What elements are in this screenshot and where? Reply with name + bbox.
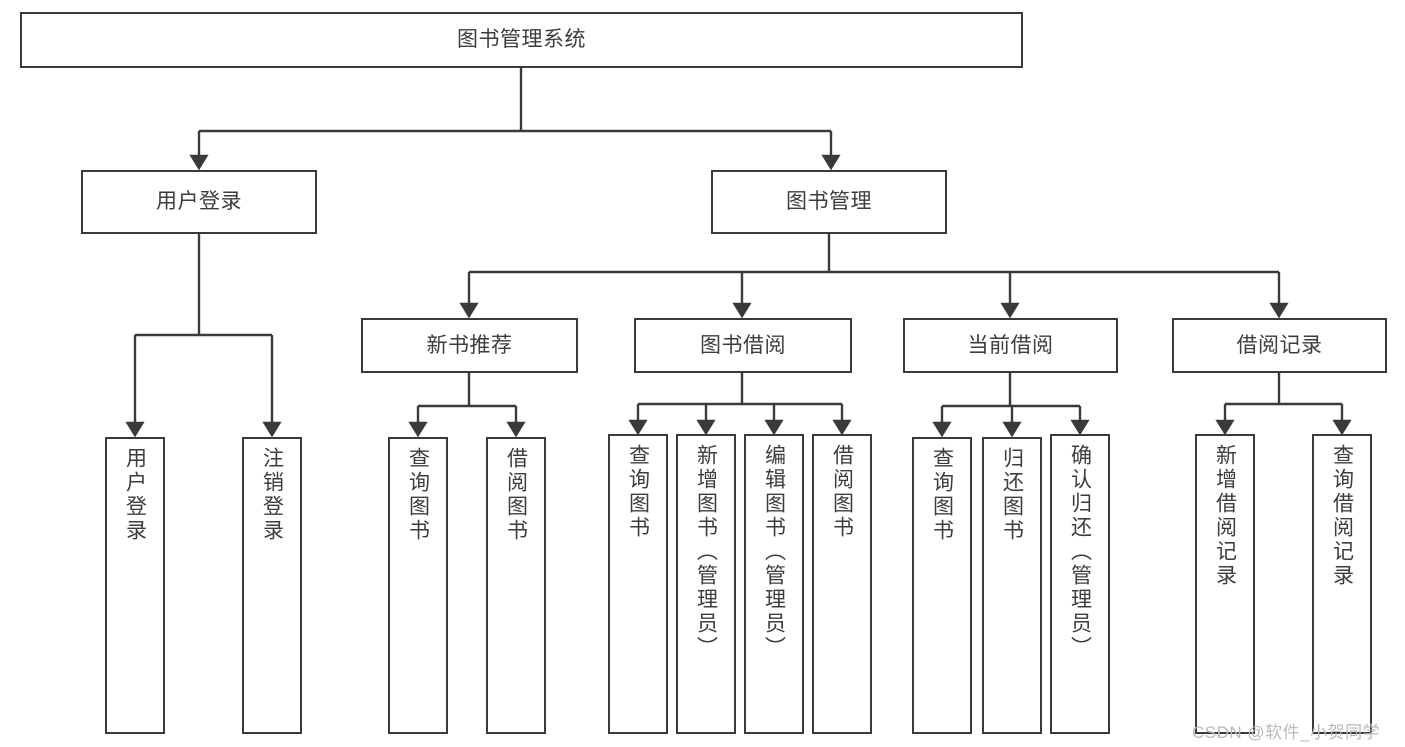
node-leaf-logout-label: 注销登录 bbox=[260, 447, 284, 543]
node-leaf-user-login[interactable]: 用户登录 bbox=[105, 437, 165, 734]
node-leaf-borrow-book-1-label: 借阅图书 bbox=[504, 447, 528, 543]
node-leaf-query-record-label: 查询借阅记录 bbox=[1330, 444, 1354, 588]
node-leaf-user-login-label: 用户登录 bbox=[123, 447, 147, 543]
node-leaf-confirm-return-label: 确认归还（管理员） bbox=[1068, 444, 1092, 660]
node-new-book-rec[interactable]: 新书推荐 bbox=[361, 318, 578, 373]
node-book-manage[interactable]: 图书管理 bbox=[711, 170, 947, 234]
node-leaf-return-book[interactable]: 归还图书 bbox=[982, 437, 1042, 734]
node-leaf-query-book-2-label: 查询图书 bbox=[626, 444, 650, 540]
node-leaf-add-book-label: 新增图书（管理员） bbox=[694, 444, 718, 660]
node-root[interactable]: 图书管理系统 bbox=[20, 12, 1023, 68]
node-leaf-query-book-1[interactable]: 查询图书 bbox=[388, 437, 448, 734]
node-leaf-edit-book-label: 编辑图书（管理员） bbox=[762, 444, 786, 660]
node-borrow-record[interactable]: 借阅记录 bbox=[1172, 318, 1387, 373]
node-leaf-query-book-1-label: 查询图书 bbox=[406, 447, 430, 543]
node-root-label: 图书管理系统 bbox=[457, 28, 586, 52]
csdn-watermark: CSDN @软件_小贺同学 bbox=[1192, 723, 1381, 742]
node-leaf-borrow-book-2-label: 借阅图书 bbox=[830, 444, 854, 540]
node-leaf-query-book-2[interactable]: 查询图书 bbox=[608, 434, 668, 734]
node-leaf-add-book[interactable]: 新增图书（管理员） bbox=[676, 434, 736, 734]
node-leaf-query-book-3[interactable]: 查询图书 bbox=[912, 437, 972, 734]
node-leaf-borrow-book-1[interactable]: 借阅图书 bbox=[486, 437, 546, 734]
node-current-borrow-label: 当前借阅 bbox=[967, 333, 1054, 357]
node-leaf-return-book-label: 归还图书 bbox=[1000, 447, 1024, 543]
node-leaf-edit-book[interactable]: 编辑图书（管理员） bbox=[744, 434, 804, 734]
node-leaf-confirm-return[interactable]: 确认归还（管理员） bbox=[1050, 434, 1110, 734]
node-leaf-query-book-3-label: 查询图书 bbox=[930, 447, 954, 543]
node-book-borrow-label: 图书借阅 bbox=[700, 333, 786, 357]
node-book-manage-label: 图书管理 bbox=[786, 190, 872, 214]
node-leaf-query-record[interactable]: 查询借阅记录 bbox=[1312, 434, 1372, 734]
node-current-borrow[interactable]: 当前借阅 bbox=[903, 318, 1118, 373]
node-user-login[interactable]: 用户登录 bbox=[81, 170, 317, 234]
node-leaf-logout[interactable]: 注销登录 bbox=[242, 437, 302, 734]
node-leaf-add-record-label: 新增借阅记录 bbox=[1213, 444, 1237, 588]
node-new-book-rec-label: 新书推荐 bbox=[426, 333, 513, 357]
node-leaf-add-record[interactable]: 新增借阅记录 bbox=[1195, 434, 1255, 734]
node-leaf-borrow-book-2[interactable]: 借阅图书 bbox=[812, 434, 872, 734]
node-user-login-label: 用户登录 bbox=[156, 190, 242, 214]
node-book-borrow[interactable]: 图书借阅 bbox=[634, 318, 852, 373]
node-borrow-record-label: 借阅记录 bbox=[1236, 333, 1323, 357]
